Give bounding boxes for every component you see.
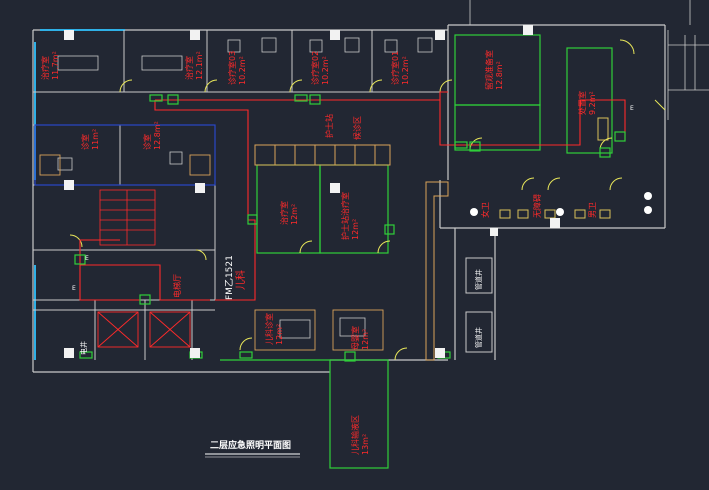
shafts [465,257,493,353]
room-area-r6: 11m² [91,129,100,150]
exit-sign-c: E [72,285,76,292]
furniture [57,37,433,339]
room-label-r10: 护士站 [324,114,334,138]
room-area-r1: 11.7m² [51,51,60,80]
nurse-station-counter [254,144,391,166]
door-tag-label: FM乙1521 [224,255,235,300]
elevators [97,311,191,348]
room-label-r5: 诊疗室01 [390,51,400,85]
hand-note-label: 儿科 [234,270,247,290]
room-area-r9: 9.2m² [588,91,597,115]
room-label-r18: 男卫 [588,202,597,218]
room-area-r12: 12m² [290,204,299,225]
room-area-r16: 13m² [361,434,370,455]
room-label-r15: 母婴室 [350,326,360,350]
room-label-r17: 女卫 [480,202,490,218]
room-label-r6: 诊室 [80,134,90,150]
clinic-room-outline [34,124,216,186]
columns [64,25,560,358]
room-label-r19: 无障碍 [532,194,542,218]
misc-labels: FM乙1521 儿科 管道井 管道井 E E E [72,105,634,348]
desk-units [39,154,384,351]
room-label-r13: 护士站治疗室 [340,192,350,240]
room-area-r2: 12.1m² [195,51,204,80]
exit-sign-a: E [85,255,89,262]
drawing-title: 二层应急照明平面图 [210,439,291,451]
stair [99,189,156,246]
room-label-r9: 处置室 [577,91,587,115]
room-area-r13: 12m² [351,219,360,240]
toilet-bowls [470,192,652,216]
outer-walls [32,24,666,373]
corridor-railing [425,181,449,361]
room-area-r8: 12.8m² [495,61,504,90]
room-area-r3: 10.2m² [238,56,247,85]
waiting-area-label: 候诊区 [352,116,362,140]
room-labels: 治疗室 11.7m² 治疗室 12.1m² 诊疗室03 10.2m² 诊疗室02… [40,50,597,455]
shaft-b-label: 管道井 [474,327,483,348]
room-label-r2: 治疗室 [184,56,194,80]
room-label-r1: 治疗室 [40,56,50,80]
room-label-r21: 电井 [79,341,88,355]
room-area-r7: 12.8m² [153,121,162,150]
room-label-r14: 儿科诊室 [264,313,274,345]
room-label-r8: 留观准备室 [484,50,494,90]
exit-sign-b: E [630,105,634,112]
room-label-r3: 诊疗室03 [227,51,237,85]
room-label-r4: 诊疗室02 [310,51,320,85]
emergency-circuit [79,91,626,301]
shaft-a-label: 管道井 [474,269,483,290]
doors [69,39,666,361]
room-label-r7: 诊室 [142,134,152,150]
room-label-r12: 治疗室 [279,201,289,225]
room-area-r5: 10.2m² [401,56,410,85]
room-label-r16: 儿科输液区 [350,415,360,455]
right-edge-structure [469,0,709,120]
room-area-r4: 10.2m² [321,56,330,85]
room-area-r15: 12m² [361,329,370,350]
room-label-r20: 电梯厅 [172,274,182,298]
room-area-r14: 12m² [275,324,284,345]
